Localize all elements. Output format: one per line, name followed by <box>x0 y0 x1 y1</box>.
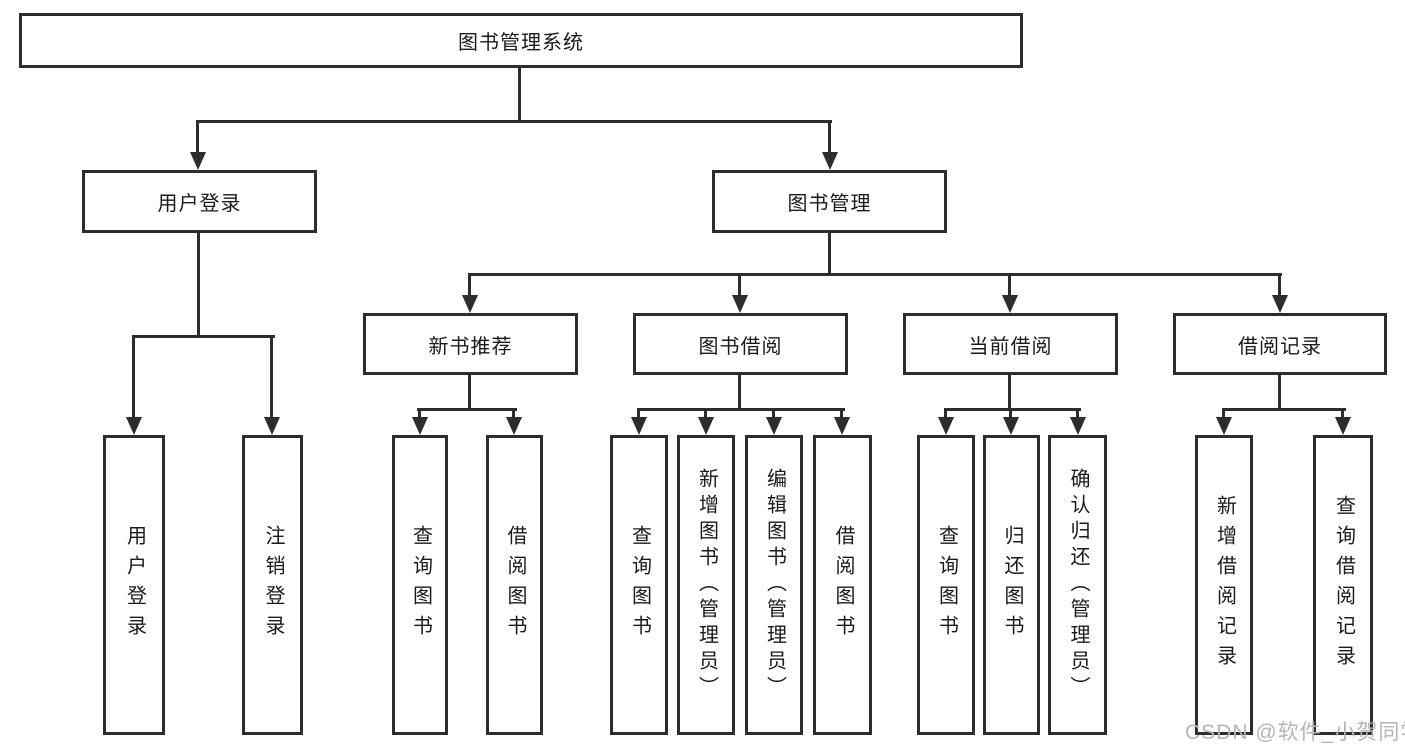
arrowhead-down-icon <box>834 417 850 435</box>
leaf-label: 归还图书 <box>1001 525 1023 645</box>
connector-line <box>132 335 275 338</box>
leaf-confirm-return-admin: 确认归还（管理员） <box>1048 435 1107 735</box>
watermark-text: CSDN @软件_小贺同学 <box>1185 721 1405 744</box>
arrowhead-down-icon <box>1003 417 1019 435</box>
connector-line <box>196 120 199 154</box>
node-label: 图书管理系统 <box>458 32 584 54</box>
connector-line <box>1222 408 1346 411</box>
arrowhead-down-icon <box>1335 417 1351 435</box>
connector-line <box>828 233 831 273</box>
connector-line <box>637 408 845 411</box>
connector-line <box>512 408 515 419</box>
arrowhead-down-icon <box>938 417 954 435</box>
arrowhead-down-icon <box>822 152 838 170</box>
node-label: 图书借阅 <box>698 335 783 358</box>
leaf-label: 注销登录 <box>262 525 284 645</box>
node-label: 借阅记录 <box>1238 335 1322 358</box>
arrowhead-down-icon <box>732 295 748 313</box>
connector-line <box>418 408 421 419</box>
arrowhead-down-icon <box>412 417 428 435</box>
node-new-book-recommendation: 新书推荐 <box>363 313 578 375</box>
connector-line <box>1008 375 1011 408</box>
node-book-management: 图书管理 <box>712 170 947 233</box>
connector-line <box>270 335 273 419</box>
connector-line <box>1222 408 1225 419</box>
connector-line <box>132 335 135 419</box>
leaf-label: 用户登录 <box>123 525 146 645</box>
leaf-label: 借阅图书 <box>504 525 526 645</box>
leaf-user-login: 用户登录 <box>103 435 165 735</box>
connector-line <box>828 120 831 154</box>
node-library-management-system: 图书管理系统 <box>19 13 1023 68</box>
connector-line <box>518 68 521 120</box>
leaf-borrow-books-borrowing: 借阅图书 <box>813 435 872 735</box>
connector-line <box>944 408 947 419</box>
leaf-add-books-admin: 新增图书（管理员） <box>677 435 735 735</box>
connector-line <box>1009 408 1012 419</box>
node-label: 新书推荐 <box>428 335 513 358</box>
arrowhead-down-icon <box>766 417 782 435</box>
connector-line <box>772 408 775 419</box>
connector-line <box>417 408 517 411</box>
leaf-label: 新增借阅记录 <box>1213 495 1236 675</box>
leaf-label: 查询图书 <box>935 525 958 645</box>
arrowhead-down-icon <box>462 295 478 313</box>
connector-line <box>196 120 832 123</box>
leaf-label: 新增图书（管理员） <box>695 468 718 702</box>
leaf-label: 查询借阅记录 <box>1332 495 1355 675</box>
node-current-borrowing: 当前借阅 <box>903 313 1118 375</box>
connector-line <box>197 233 200 335</box>
node-label: 用户登录 <box>157 193 242 215</box>
connector-line <box>1008 273 1011 297</box>
connector-line <box>738 273 741 297</box>
arrowhead-down-icon <box>1070 417 1086 435</box>
connector-line <box>468 273 1282 276</box>
arrowhead-down-icon <box>1216 417 1232 435</box>
connector-line <box>944 408 1081 411</box>
node-book-borrowing: 图书借阅 <box>633 313 848 375</box>
leaf-query-books-borrowing: 查询图书 <box>610 435 668 735</box>
leaf-label: 确认归还（管理员） <box>1067 468 1089 702</box>
leaf-logout: 注销登录 <box>242 435 303 735</box>
arrowhead-down-icon <box>264 417 280 435</box>
leaf-query-borrow-record: 查询借阅记录 <box>1313 435 1373 735</box>
node-label: 当前借阅 <box>968 335 1053 358</box>
connector-line <box>738 375 741 408</box>
connector-line <box>1278 273 1281 297</box>
arrowhead-down-icon <box>126 417 142 435</box>
leaf-add-borrow-record: 新增借阅记录 <box>1195 435 1253 735</box>
connector-line <box>1278 375 1281 408</box>
arrowhead-down-icon <box>698 417 714 435</box>
connector-line <box>1076 408 1079 419</box>
node-user-login: 用户登录 <box>82 170 317 233</box>
arrowhead-down-icon <box>631 417 647 435</box>
leaf-borrow-books-recommend: 借阅图书 <box>486 435 543 735</box>
connector-line <box>468 273 471 297</box>
leaf-query-books-current: 查询图书 <box>917 435 975 735</box>
connector-line <box>1341 408 1344 419</box>
connector-line <box>840 408 843 419</box>
leaf-label: 借阅图书 <box>832 525 854 645</box>
arrowhead-down-icon <box>190 152 206 170</box>
connector-line <box>468 375 471 408</box>
leaf-query-books-recommend: 查询图书 <box>392 435 448 735</box>
leaf-label: 查询图书 <box>628 525 651 645</box>
connector-line <box>704 408 707 419</box>
arrowhead-down-icon <box>1272 295 1288 313</box>
leaf-return-books: 归还图书 <box>983 435 1040 735</box>
leaf-label: 编辑图书（管理员） <box>763 468 786 702</box>
node-borrowing-records: 借阅记录 <box>1173 313 1387 375</box>
arrowhead-down-icon <box>1002 295 1018 313</box>
connector-line <box>637 408 640 419</box>
leaf-edit-books-admin: 编辑图书（管理员） <box>745 435 803 735</box>
node-label: 图书管理 <box>787 193 872 215</box>
leaf-label: 查询图书 <box>409 525 432 645</box>
arrowhead-down-icon <box>506 417 522 435</box>
